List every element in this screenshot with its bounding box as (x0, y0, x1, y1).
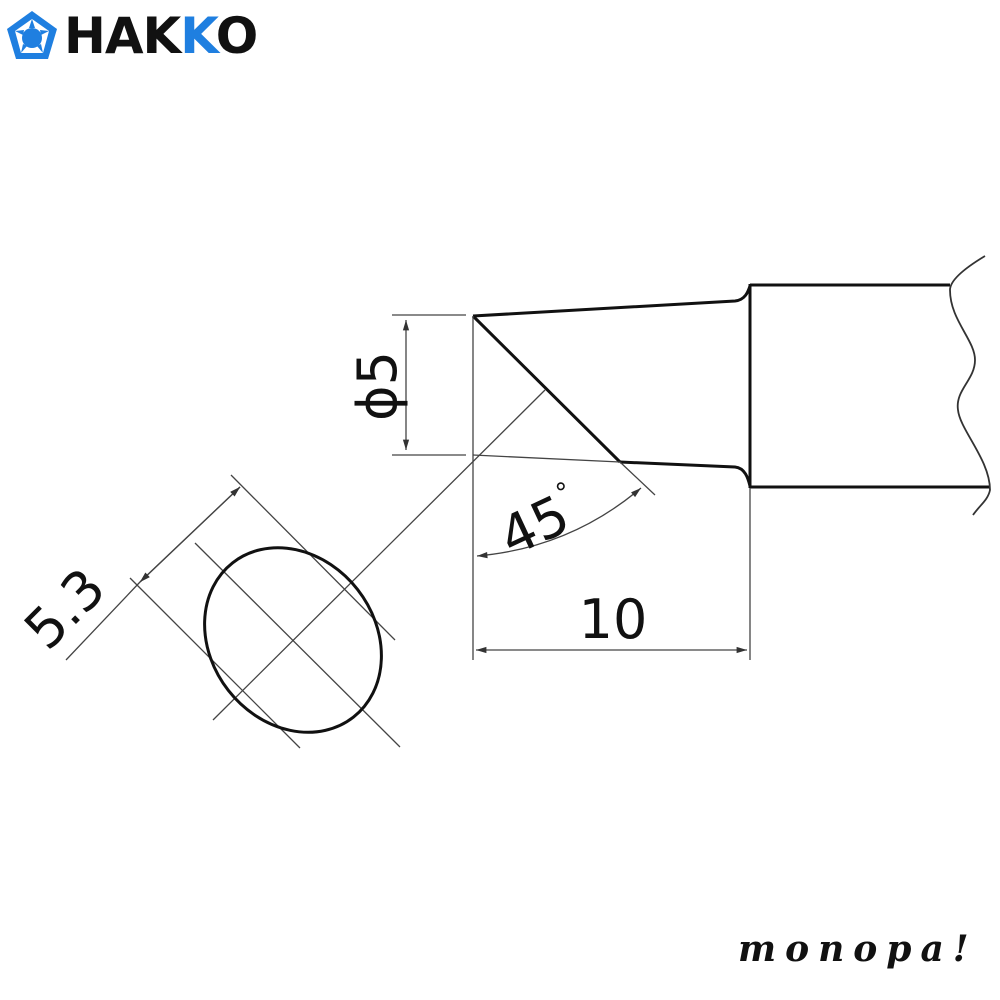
diameter-label: ϕ5 (346, 351, 409, 421)
face-width-label: 5.3 (12, 556, 117, 661)
tip-face-ellipse (203, 546, 383, 734)
hakko-logo: HAKKO (4, 8, 264, 64)
brand-name: HAKKO (64, 7, 258, 65)
pentagon-badge-icon (7, 11, 57, 59)
tip-outline (471, 283, 990, 489)
length-label: 10 (579, 588, 648, 651)
break-line (949, 255, 991, 516)
angle-label: 45° (489, 477, 590, 570)
watermark: monopa! (738, 928, 978, 970)
